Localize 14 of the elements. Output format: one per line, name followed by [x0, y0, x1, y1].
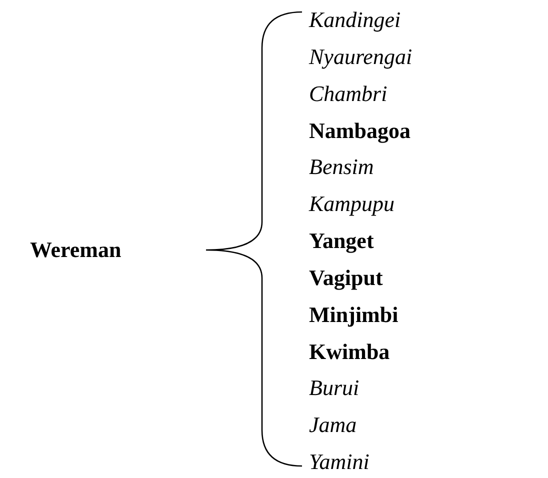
- list-item: Nambagoa: [309, 116, 410, 144]
- list-item: Yamini: [309, 448, 370, 476]
- list-item: Minjimbi: [309, 300, 398, 329]
- list-item: Jama: [309, 411, 357, 440]
- list-item: Chambri: [309, 80, 388, 108]
- list-item: Yanget: [309, 227, 374, 255]
- list-item: Bensim: [309, 153, 374, 182]
- list-item: Kandingei: [309, 6, 401, 34]
- list-item: Kwimba: [309, 338, 390, 366]
- list-item: Burui: [309, 374, 360, 402]
- list-item: Nyaurengai: [309, 42, 412, 71]
- list-item: Kampupu: [309, 190, 395, 218]
- list-item: Vagiput: [309, 264, 383, 292]
- group-name: Wereman: [30, 236, 122, 264]
